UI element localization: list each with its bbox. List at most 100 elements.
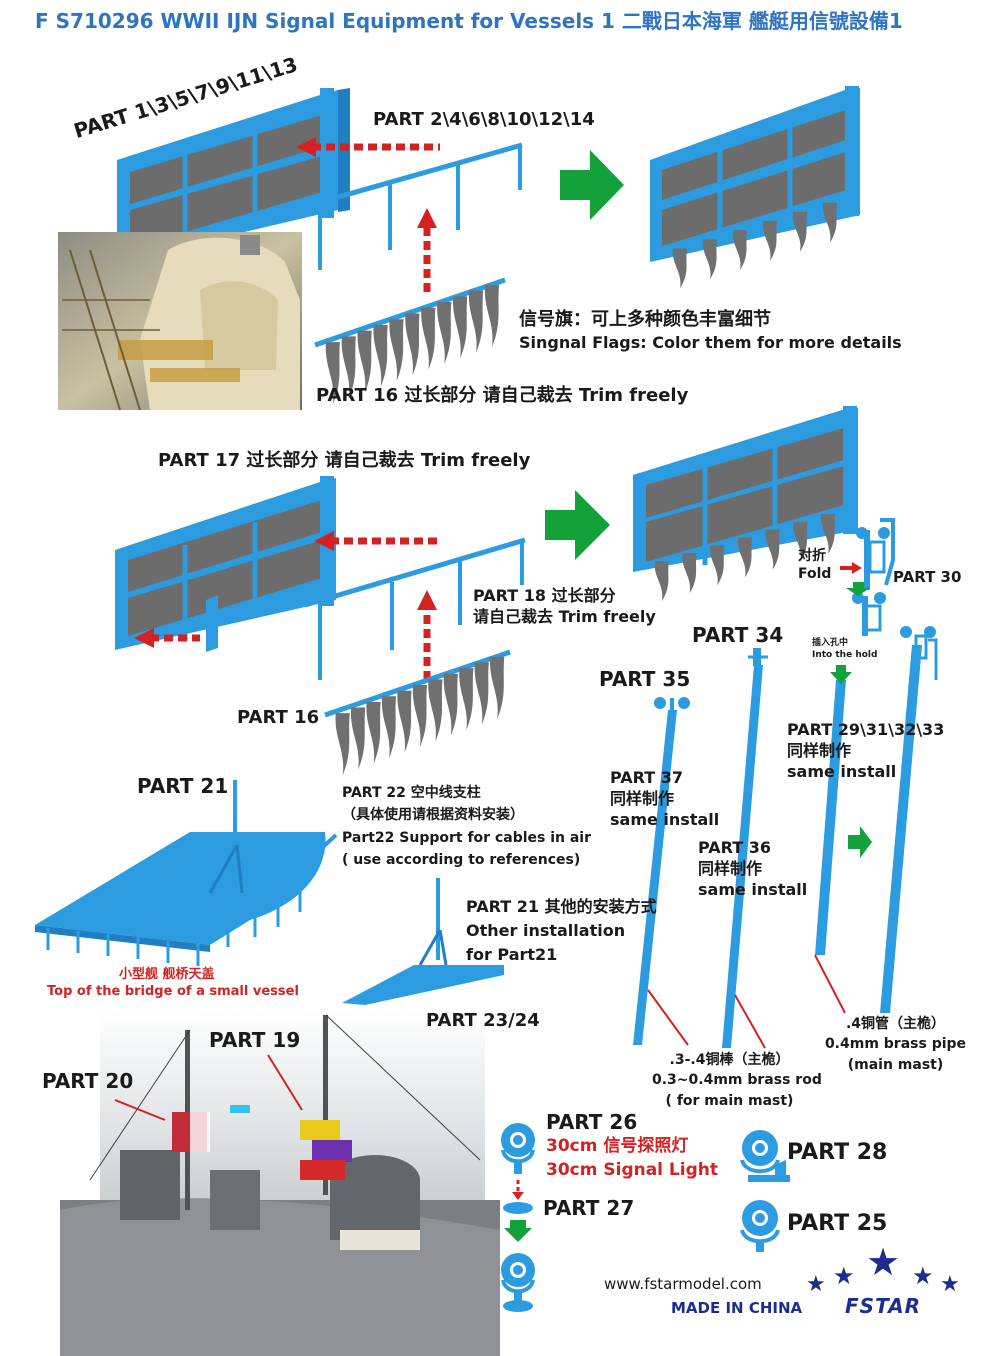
page-title: F S710296 WWII IJN Signal Equipment for … (35, 9, 903, 33)
signal-flag (428, 679, 443, 742)
signal-flag (792, 211, 807, 252)
label-part21-other: PART 21 其他的安装方式 Other installation for P… (466, 895, 657, 967)
mast-part29 (815, 680, 846, 955)
signal-flag (437, 302, 452, 365)
signal-flag (412, 685, 427, 747)
label-part20: PART 20 (42, 1069, 134, 1093)
label-part37-en: same install (610, 809, 720, 829)
signal-flag (682, 553, 697, 594)
part30-detail (852, 518, 895, 636)
rack-part17 (115, 476, 336, 652)
mast-part36 (722, 648, 768, 1048)
label-flags-cn: 信号旗：可上多种颜色丰富细节 (519, 309, 771, 330)
signal-flag (820, 513, 836, 554)
label-part35: PART 35 (599, 667, 691, 691)
signal-flag (421, 307, 436, 370)
signal-flag (793, 521, 808, 562)
signal-flag (381, 696, 397, 759)
fold-arrow (840, 562, 870, 596)
rack-part1-top (117, 88, 350, 262)
flag-row-top (325, 284, 500, 405)
signal-flag (762, 220, 777, 261)
mast-part35 (633, 697, 690, 1045)
brand-star-icon-5: ★ (940, 1272, 960, 1297)
flag-row-assembled-mid (654, 513, 836, 602)
brand-star-icon-1: ★ (806, 1272, 826, 1297)
label-part26: PART 26 (546, 1110, 638, 1134)
label-brass-pipe: .4铜管（主桅） 0.4mm brass pipe (main mast) (818, 1014, 973, 1075)
label-part37: PART 37 同样制作 same install (610, 768, 719, 830)
signal-light-part25 (740, 1200, 780, 1252)
signal-flag (737, 537, 752, 578)
signal-light-part26 (501, 1123, 535, 1174)
label-part36-title: PART 36 (698, 838, 771, 857)
brand-star-icon-3: ★ (866, 1240, 901, 1284)
signal-flag (325, 342, 340, 405)
red-arrow-top (296, 137, 440, 157)
signal-flag (357, 330, 372, 393)
label-signal-light-en: 30cm Signal Light (546, 1160, 718, 1180)
green-arrow-top (560, 150, 624, 220)
frame-part18 (304, 537, 526, 680)
red-arrow-mid-left (134, 628, 200, 648)
label-pipe-line2: 0.4mm brass pipe (824, 1036, 967, 1053)
label-fold-en: Fold (798, 565, 832, 582)
red-arrow-up-mid (417, 590, 437, 680)
label-part18-line1: PART 18 过长部分 (473, 586, 616, 605)
signal-flag (732, 230, 747, 271)
flag-row-assembled-top (672, 202, 837, 289)
brand-star-icon-4: ★ (912, 1262, 934, 1290)
label-fold-cn: 对折 (798, 548, 826, 564)
signal-flag (672, 248, 687, 289)
green-arrow-mid (545, 490, 610, 560)
red-arrow-mid (314, 531, 440, 551)
label-part36: PART 36 同样制作 same install (698, 838, 807, 900)
label-pipe-line3: (main mast) (847, 1056, 944, 1073)
signal-flag (397, 690, 412, 753)
label-part29-en: same install (787, 761, 897, 781)
frame-part2 (309, 142, 523, 270)
label-part22: PART 22 空中线支柱 （具体使用请根据资料安装） Part22 Suppo… (342, 782, 591, 872)
label-part22-line4: ( use according to references) (342, 852, 581, 869)
label-part21b-line2: Other installation (466, 921, 626, 940)
signal-flag (443, 673, 458, 736)
photo-bridge-detail (58, 232, 302, 411)
label-part18-line2: 请自己裁去 Trim freely (473, 606, 656, 626)
label-rod-line2: 0.3~0.4mm brass rod (652, 1072, 822, 1089)
assembled-rack-top (650, 86, 860, 262)
signal-light-assembled (501, 1253, 535, 1312)
label-signal-light-cn: 30cm 信号探照灯 (546, 1136, 689, 1156)
label-part28: PART 28 (787, 1140, 888, 1165)
label-part29: PART 29\31\32\33 同样制作 same install (787, 720, 944, 782)
bridge-top-platform (35, 780, 338, 966)
mast-part30-installed (880, 626, 938, 1013)
label-part22-line1: PART 22 空中线支柱 (342, 785, 481, 801)
label-into-hold: 插入孔中 Into the hold (812, 638, 877, 661)
label-part29-title: PART 29\31\32\33 (787, 720, 945, 739)
label-part25: PART 25 (787, 1211, 888, 1236)
signal-flag (335, 713, 350, 776)
website-link[interactable]: www.fstarmodel.com (604, 1275, 762, 1293)
signal-flag (366, 701, 381, 764)
signal-flag (654, 561, 669, 602)
flag-row-mid (335, 656, 505, 776)
signal-flag (405, 313, 420, 376)
label-bridge-en: Top of the bridge of a small vessel (47, 984, 299, 999)
label-part18: PART 18 过长部分 请自己裁去 Trim freely (473, 586, 656, 628)
label-rod-line3: ( for main mast) (665, 1092, 794, 1109)
label-part21: PART 21 (137, 774, 229, 798)
label-part19: PART 19 (209, 1028, 301, 1052)
signal-flag (389, 319, 404, 382)
signal-flag (765, 529, 780, 570)
label-brass-rod: .3-.4铜棒（主桅） 0.3~0.4mm brass rod ( for ma… (652, 1050, 822, 1111)
red-arrow-up-top (417, 208, 437, 292)
signal-flag (459, 668, 474, 731)
label-part21b-line3: for Part21 (466, 945, 558, 964)
part23-platform (342, 878, 504, 1005)
label-part30: PART 30 (893, 568, 962, 586)
label-fold: 对折 Fold (798, 548, 831, 583)
label-bridge-cn: 小型舰 舰桥天盖 (119, 967, 215, 982)
label-part27: PART 27 (543, 1196, 635, 1220)
